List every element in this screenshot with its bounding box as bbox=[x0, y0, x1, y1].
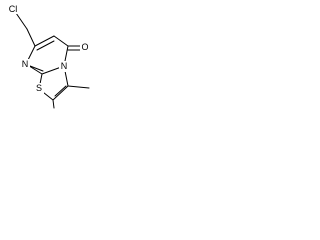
bond-n8-c8a-double bbox=[29, 65, 44, 72]
atom-label-n-fused: N bbox=[61, 61, 68, 71]
atom-label-s: S bbox=[36, 83, 42, 93]
atom-fused-nitrogen: N bbox=[59, 61, 69, 72]
bond-ch2-c7 bbox=[26, 28, 36, 47]
atom-label-o: O bbox=[81, 42, 88, 52]
atom-sulfur: S bbox=[34, 83, 44, 94]
bond-cl-ch2 bbox=[15, 12, 28, 30]
bond-c6-c5 bbox=[53, 35, 69, 47]
atom-oxygen: O bbox=[80, 42, 91, 53]
atom-ring-nitrogen: N bbox=[20, 59, 30, 70]
bond-c2-c3 bbox=[52, 85, 69, 101]
bond-c2-methyl bbox=[52, 99, 55, 109]
bond-c2-c3-double bbox=[54, 85, 67, 97]
atom-label-n-ring: N bbox=[22, 59, 29, 69]
atom-labels: Cl N N S O bbox=[6, 3, 91, 94]
atom-chlorine: Cl bbox=[6, 3, 20, 14]
bond-c3-methyl bbox=[67, 85, 90, 89]
chemical-structure: Cl N N S O bbox=[6, 3, 91, 109]
atom-label-cl: Cl bbox=[9, 4, 18, 14]
bond-c7-c6-double bbox=[36, 40, 55, 51]
bond-c7-c6 bbox=[34, 35, 55, 47]
